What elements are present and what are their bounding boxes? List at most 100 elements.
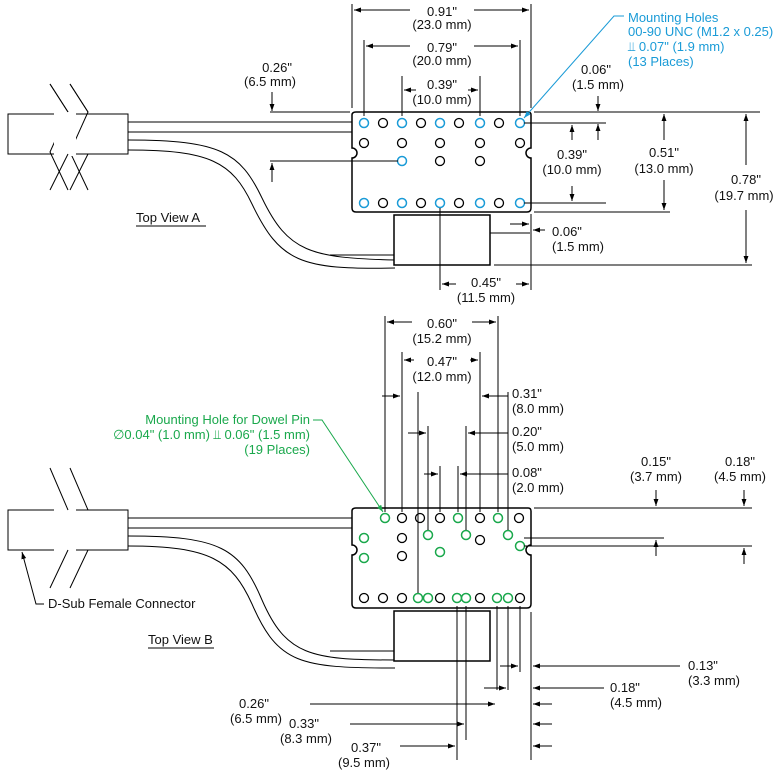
dim-018-bottom: 0.18" (610, 680, 640, 695)
hole (358, 137, 370, 149)
view-b: Top View B D-Sub Female Connector Mounti… (7, 314, 766, 770)
dim-091: 0.91" (427, 4, 457, 19)
mounting-hole (474, 117, 486, 129)
mounting-holes-callout-thread: 00-90 UNC (M1.2 x 0.25) (628, 24, 773, 39)
dim-039-v-mm: (10.0 mm) (542, 162, 601, 177)
dim-078-mm: (19.7 mm) (714, 188, 773, 203)
dowel-hole (358, 552, 370, 564)
dowel-hole (452, 512, 464, 524)
dim-033-mm: (8.3 mm) (280, 731, 332, 746)
dowel-hole (451, 592, 463, 604)
mounting-hole (396, 155, 408, 167)
dowel-hole (434, 546, 446, 558)
hole (474, 534, 486, 546)
dim-060: 0.60" (427, 316, 457, 331)
hole (453, 197, 465, 209)
dim-047: 0.47" (427, 354, 457, 369)
dim-015: 0.15" (641, 454, 671, 469)
dim-026: 0.26" (262, 60, 292, 75)
hole (414, 512, 426, 524)
dim-039-mm: (10.0 mm) (412, 92, 471, 107)
dim-045: 0.45" (471, 275, 501, 290)
dim-051: 0.51" (649, 145, 679, 160)
hole (474, 137, 486, 149)
dim-026-mm: (6.5 mm) (244, 74, 296, 89)
cable-a-lower-curve2 (127, 149, 396, 269)
dowel-hole (502, 592, 514, 604)
dim-039-v: 0.39" (557, 147, 587, 162)
mounting-hole (434, 197, 446, 209)
mounting-holes-callout-count: (13 Places) (628, 54, 694, 69)
dim-037: 0.37" (351, 740, 381, 755)
mounting-holes-callout-title: Mounting Holes (628, 10, 719, 25)
dim-079: 0.79" (427, 40, 457, 55)
hole (396, 137, 408, 149)
dim-006-top: 0.06" (581, 62, 611, 77)
cable-b-wires (128, 517, 352, 529)
connector-a (393, 214, 491, 266)
hole (474, 155, 486, 167)
hole (474, 592, 486, 604)
hole (377, 197, 389, 209)
dowel-leader (313, 419, 384, 513)
dowel-callout-count: (19 Places) (244, 442, 310, 457)
dowel-hole (379, 512, 391, 524)
dim-020: 0.20" (512, 424, 542, 439)
cable-b-lower-curve (127, 535, 396, 661)
hole (358, 592, 370, 604)
dowel-hole (491, 592, 503, 604)
dim-060-mm: (15.2 mm) (412, 331, 471, 346)
dowel-hole (514, 540, 526, 552)
hole (396, 550, 408, 562)
dim-015-mm: (3.7 mm) (630, 469, 682, 484)
hole (415, 117, 427, 129)
hole (396, 592, 408, 604)
dowel-callout-title: Mounting Hole for Dowel Pin (145, 412, 310, 427)
dim-026-b: 0.26" (239, 696, 269, 711)
hole (415, 197, 427, 209)
cable-a-break-marks (49, 83, 89, 191)
dowel-hole (422, 529, 434, 541)
mounting-hole (514, 117, 526, 129)
mounting-hole (358, 197, 370, 209)
dowel-hole (412, 592, 424, 604)
dowel-hole (358, 532, 370, 544)
dowel-hole (460, 592, 472, 604)
hole (493, 197, 505, 209)
dim-006-top-mm: (1.5 mm) (572, 77, 624, 92)
hole (453, 117, 465, 129)
dim-091-mm: (23.0 mm) (412, 17, 471, 32)
hole (396, 512, 408, 524)
cable-a-lower-curve (127, 139, 396, 261)
hole (514, 137, 526, 149)
hole (434, 592, 446, 604)
dsub-connector-label: D-Sub Female Connector (48, 596, 196, 611)
dowel-hole (492, 512, 504, 524)
hole (434, 155, 446, 167)
dim-033: 0.33" (289, 716, 319, 731)
hole (396, 532, 408, 544)
dim-047-mm: (12.0 mm) (412, 369, 471, 384)
cable-b-lower-curve2 (127, 545, 396, 669)
cable-a-wires (128, 121, 352, 133)
view-a: Top View A 0.91" (23.0 mm) 0.79" (20.0 m… (7, 2, 774, 305)
dim-008: 0.08" (512, 465, 542, 480)
dim-078: 0.78" (731, 172, 761, 187)
dim-018-right-mm: (4.5 mm) (714, 469, 766, 484)
hole (493, 117, 505, 129)
dim-037-mm: (9.5 mm) (338, 755, 390, 770)
dim-018-bottom-mm: (4.5 mm) (610, 695, 662, 710)
dsub-leader (21, 551, 44, 605)
mounting-hole (396, 197, 408, 209)
hole (434, 512, 446, 524)
dim-039: 0.39" (427, 77, 457, 92)
dim-031: 0.31" (512, 386, 542, 401)
dowel-hole (502, 529, 514, 541)
dim-079-mm: (20.0 mm) (412, 53, 471, 68)
dim-026-b-mm: (6.5 mm) (230, 711, 282, 726)
dim-006-bottom-mm: (1.5 mm) (552, 239, 604, 254)
dowel-hole (460, 529, 472, 541)
mounting-hole (396, 117, 408, 129)
hole (514, 592, 526, 604)
